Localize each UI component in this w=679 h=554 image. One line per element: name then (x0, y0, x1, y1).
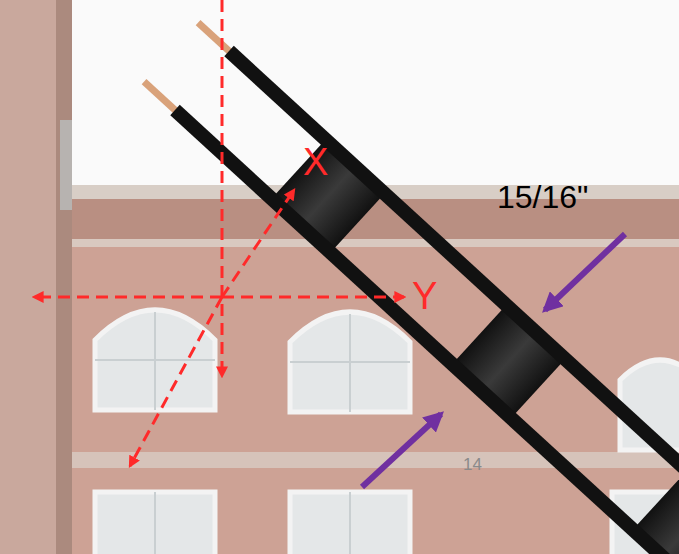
axis-label: X (303, 142, 328, 184)
page-number: 14 (463, 456, 482, 475)
axis-label: Y (412, 276, 437, 318)
dimension-arrows (362, 234, 625, 487)
axis-lines (34, 0, 404, 466)
dimension-label: 15/16" (497, 180, 588, 215)
twin-lead-cable (139, 17, 679, 554)
